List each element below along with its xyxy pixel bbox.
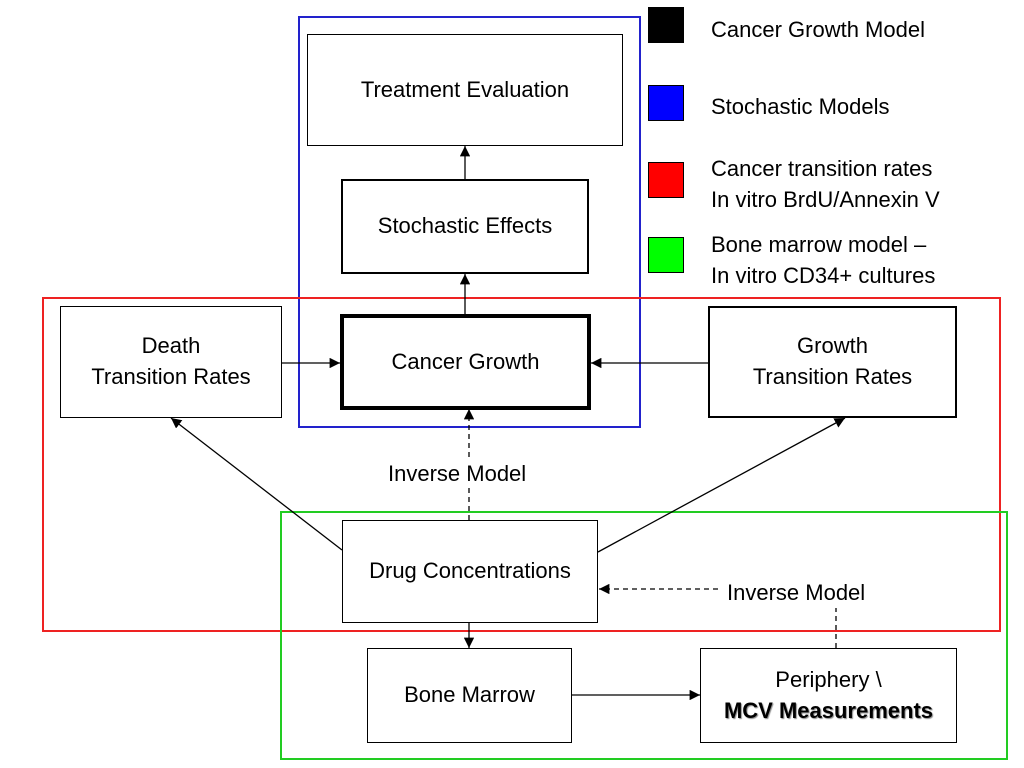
treatment-evaluation-label: Treatment Evaluation (360, 76, 570, 102)
growth-rates-line1: Growth (797, 333, 868, 359)
drug-concentrations-label: Drug Concentrations (369, 558, 571, 584)
inverse-model-right-label: Inverse Model (723, 580, 870, 607)
death-transition-rates-box: Death Transition Rates (60, 306, 282, 418)
bone-marrow-box: Bone Marrow (367, 648, 572, 743)
bone-marrow-label: Bone Marrow (404, 682, 535, 708)
arrow-drug-to-death (170, 417, 343, 551)
growth-transition-rates-box: Growth Transition Rates (708, 306, 957, 418)
legend-label-stochastic: Stochastic Models (711, 94, 890, 119)
cancer-growth-label: Cancer Growth (391, 348, 540, 374)
death-rates-line1: Death (141, 333, 201, 359)
periphery-label: Periphery \ (775, 666, 882, 692)
drug-concentrations-box: Drug Concentrations (342, 520, 598, 623)
stochastic-effects-box: Stochastic Effects (341, 179, 589, 274)
arrow-drug-to-growth (597, 417, 846, 553)
mcv-measurements-label: MCV Measurements (723, 697, 934, 723)
stochastic-effects-label: Stochastic Effects (377, 213, 553, 239)
legend-label-transition-rates: Cancer transition rates In vitro BrdU/An… (711, 156, 940, 212)
bone-marrow-model-region (280, 511, 1008, 760)
inverse-model-center-label: Inverse Model (386, 461, 529, 488)
growth-rates-line2: Transition Rates (752, 364, 913, 389)
legend-label-cancer-growth: Cancer Growth Model (711, 17, 925, 42)
legend-swatch-cancer-growth (648, 7, 684, 43)
legend-swatch-transition-rates (648, 162, 684, 198)
periphery-mcv-box: Periphery \ MCV Measurements (700, 648, 957, 743)
cancer-transition-region (42, 297, 1001, 632)
legend-swatch-bone-marrow (648, 237, 684, 273)
treatment-evaluation-box: Treatment Evaluation (307, 34, 623, 146)
death-rates-line2: Transition Rates (91, 364, 251, 389)
legend-swatch-stochastic (648, 85, 684, 121)
cancer-growth-box: Cancer Growth (340, 314, 591, 410)
legend-label-bone-marrow: Bone marrow model – In vitro CD34+ cultu… (711, 232, 936, 288)
